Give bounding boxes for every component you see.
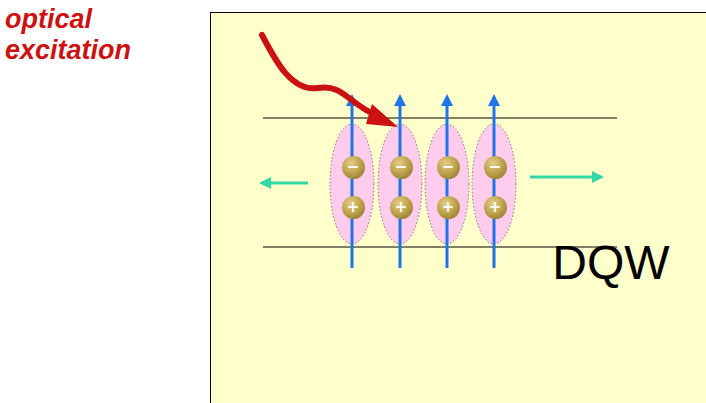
charge-particle: − <box>390 156 413 179</box>
charge-particle: + <box>390 196 413 219</box>
charge-particle: + <box>437 196 460 219</box>
dipole-arrows <box>352 97 494 268</box>
charge-particle: − <box>437 156 460 179</box>
motion-arrows <box>262 177 601 183</box>
charge-sign: + <box>347 200 360 215</box>
charge-sign: + <box>395 200 408 215</box>
charge-sign: − <box>395 160 408 175</box>
well-line <box>263 117 617 118</box>
charge-particle: − <box>342 156 365 179</box>
charge-sign: − <box>442 160 455 175</box>
panel-ground <box>210 12 706 403</box>
charge-sign: + <box>489 200 502 215</box>
charge-particle: + <box>484 196 507 219</box>
charge-sign: + <box>442 200 455 215</box>
excitation-label: optical excitation <box>5 4 220 66</box>
exciton-ellipses <box>330 124 516 244</box>
structure-label: DQW <box>552 239 669 287</box>
photon-arrow <box>262 35 398 127</box>
charge-particle: − <box>484 156 507 179</box>
charge-sign: − <box>489 160 502 175</box>
charge-sign: − <box>347 160 360 175</box>
quantum-well-panel: DQW − − − − + + + + <box>210 12 706 403</box>
charge-particle: + <box>342 196 365 219</box>
